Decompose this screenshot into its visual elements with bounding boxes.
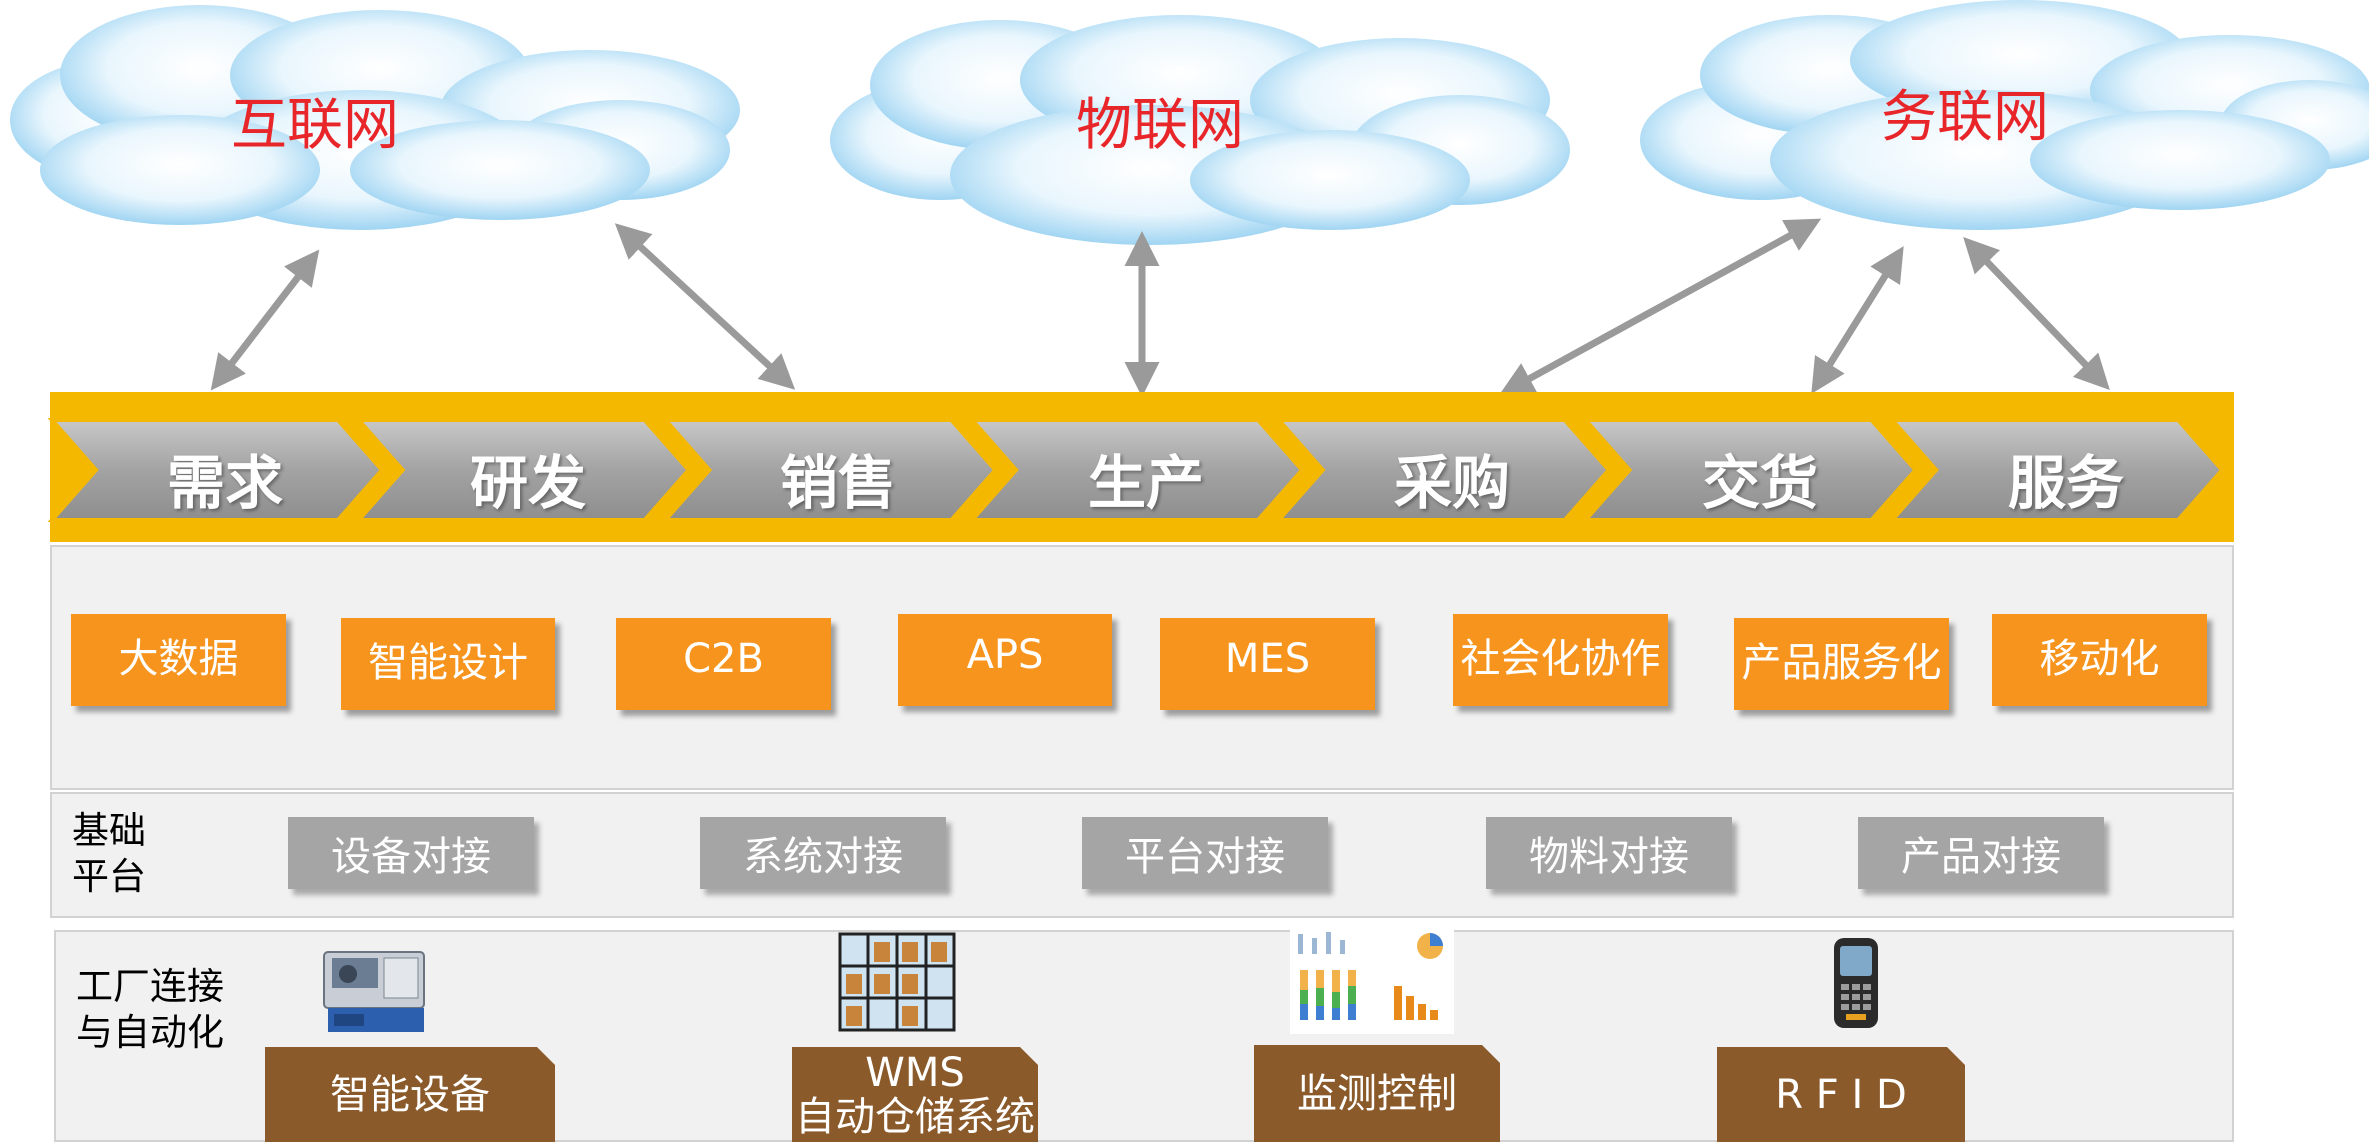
chain-step-service: 服务 [2007, 449, 2124, 517]
rfid-scanner-icon [1826, 936, 1886, 1030]
chevron-shape [47, 418, 385, 522]
chain-step-sales: 销售 [779, 449, 896, 517]
app-box-big-data: 大数据 [71, 614, 286, 706]
chevron-shape [354, 418, 692, 522]
platform-box-product-integration: 产品对接 [1858, 817, 2104, 889]
chevron-shape [967, 418, 1305, 522]
factory-box-rfid: R F I D [1717, 1047, 1965, 1142]
value-chain-chevrons [47, 418, 2225, 522]
platform-box-device-integration: 设备对接 [288, 817, 534, 889]
factory-box-line2: 自动仓储系统 [795, 1093, 1035, 1140]
platform-box-material-integration: 物料对接 [1486, 817, 1732, 889]
factory-label: 工厂连接 与自动化 [76, 965, 224, 1054]
chain-step-production: 生产 [1087, 449, 1204, 517]
chain-step-rnd: 研发 [469, 449, 586, 517]
factory-box-line1: 智能设备 [330, 1071, 490, 1118]
base-platform-label: 基础 平台 [72, 809, 146, 898]
cloud-label-iot: 物联网 [1076, 93, 1244, 158]
app-box-smart-design: 智能设计 [341, 618, 555, 710]
cloud-services-net [1640, 0, 2369, 230]
factory-box-monitoring-control: 监测控制 [1254, 1045, 1500, 1142]
chevron-shape [1274, 418, 1612, 522]
chevron-shape [1581, 418, 1919, 522]
platform-box-system-integration: 系统对接 [700, 817, 946, 889]
app-box-c2b: C2B [616, 618, 831, 710]
factory-box-line1: WMS [865, 1049, 965, 1096]
factory-box-line1: 监测控制 [1297, 1070, 1457, 1117]
cloud-label-services-net: 务联网 [1881, 85, 2049, 150]
monitoring-charts-icon [1290, 930, 1454, 1034]
app-box-social-collaboration: 社会化协作 [1453, 614, 1668, 706]
factory-box-line1: R F I D [1775, 1071, 1907, 1118]
app-box-mes: MES [1160, 618, 1375, 710]
warehouse-shelf-icon [838, 932, 956, 1032]
chain-step-delivery: 交货 [1701, 449, 1818, 517]
cloud-internet [10, 5, 740, 230]
cloud-label-internet: 互联网 [231, 93, 399, 158]
app-box-product-servitization: 产品服务化 [1734, 618, 1949, 710]
cloud-iot [830, 15, 1570, 245]
chain-step-demand: 需求 [166, 449, 283, 517]
chain-step-procurement: 采购 [1393, 449, 1510, 517]
chevron-shape [660, 418, 999, 522]
connector-arrows [210, 218, 2110, 397]
app-box-aps: APS [898, 614, 1112, 706]
cnc-machine-icon [318, 944, 436, 1036]
app-box-mobility: 移动化 [1992, 614, 2207, 706]
factory-box-smart-equipment: 智能设备 [265, 1047, 555, 1142]
platform-box-platform-integration: 平台对接 [1082, 817, 1328, 889]
chevron-shape [1887, 418, 2225, 522]
